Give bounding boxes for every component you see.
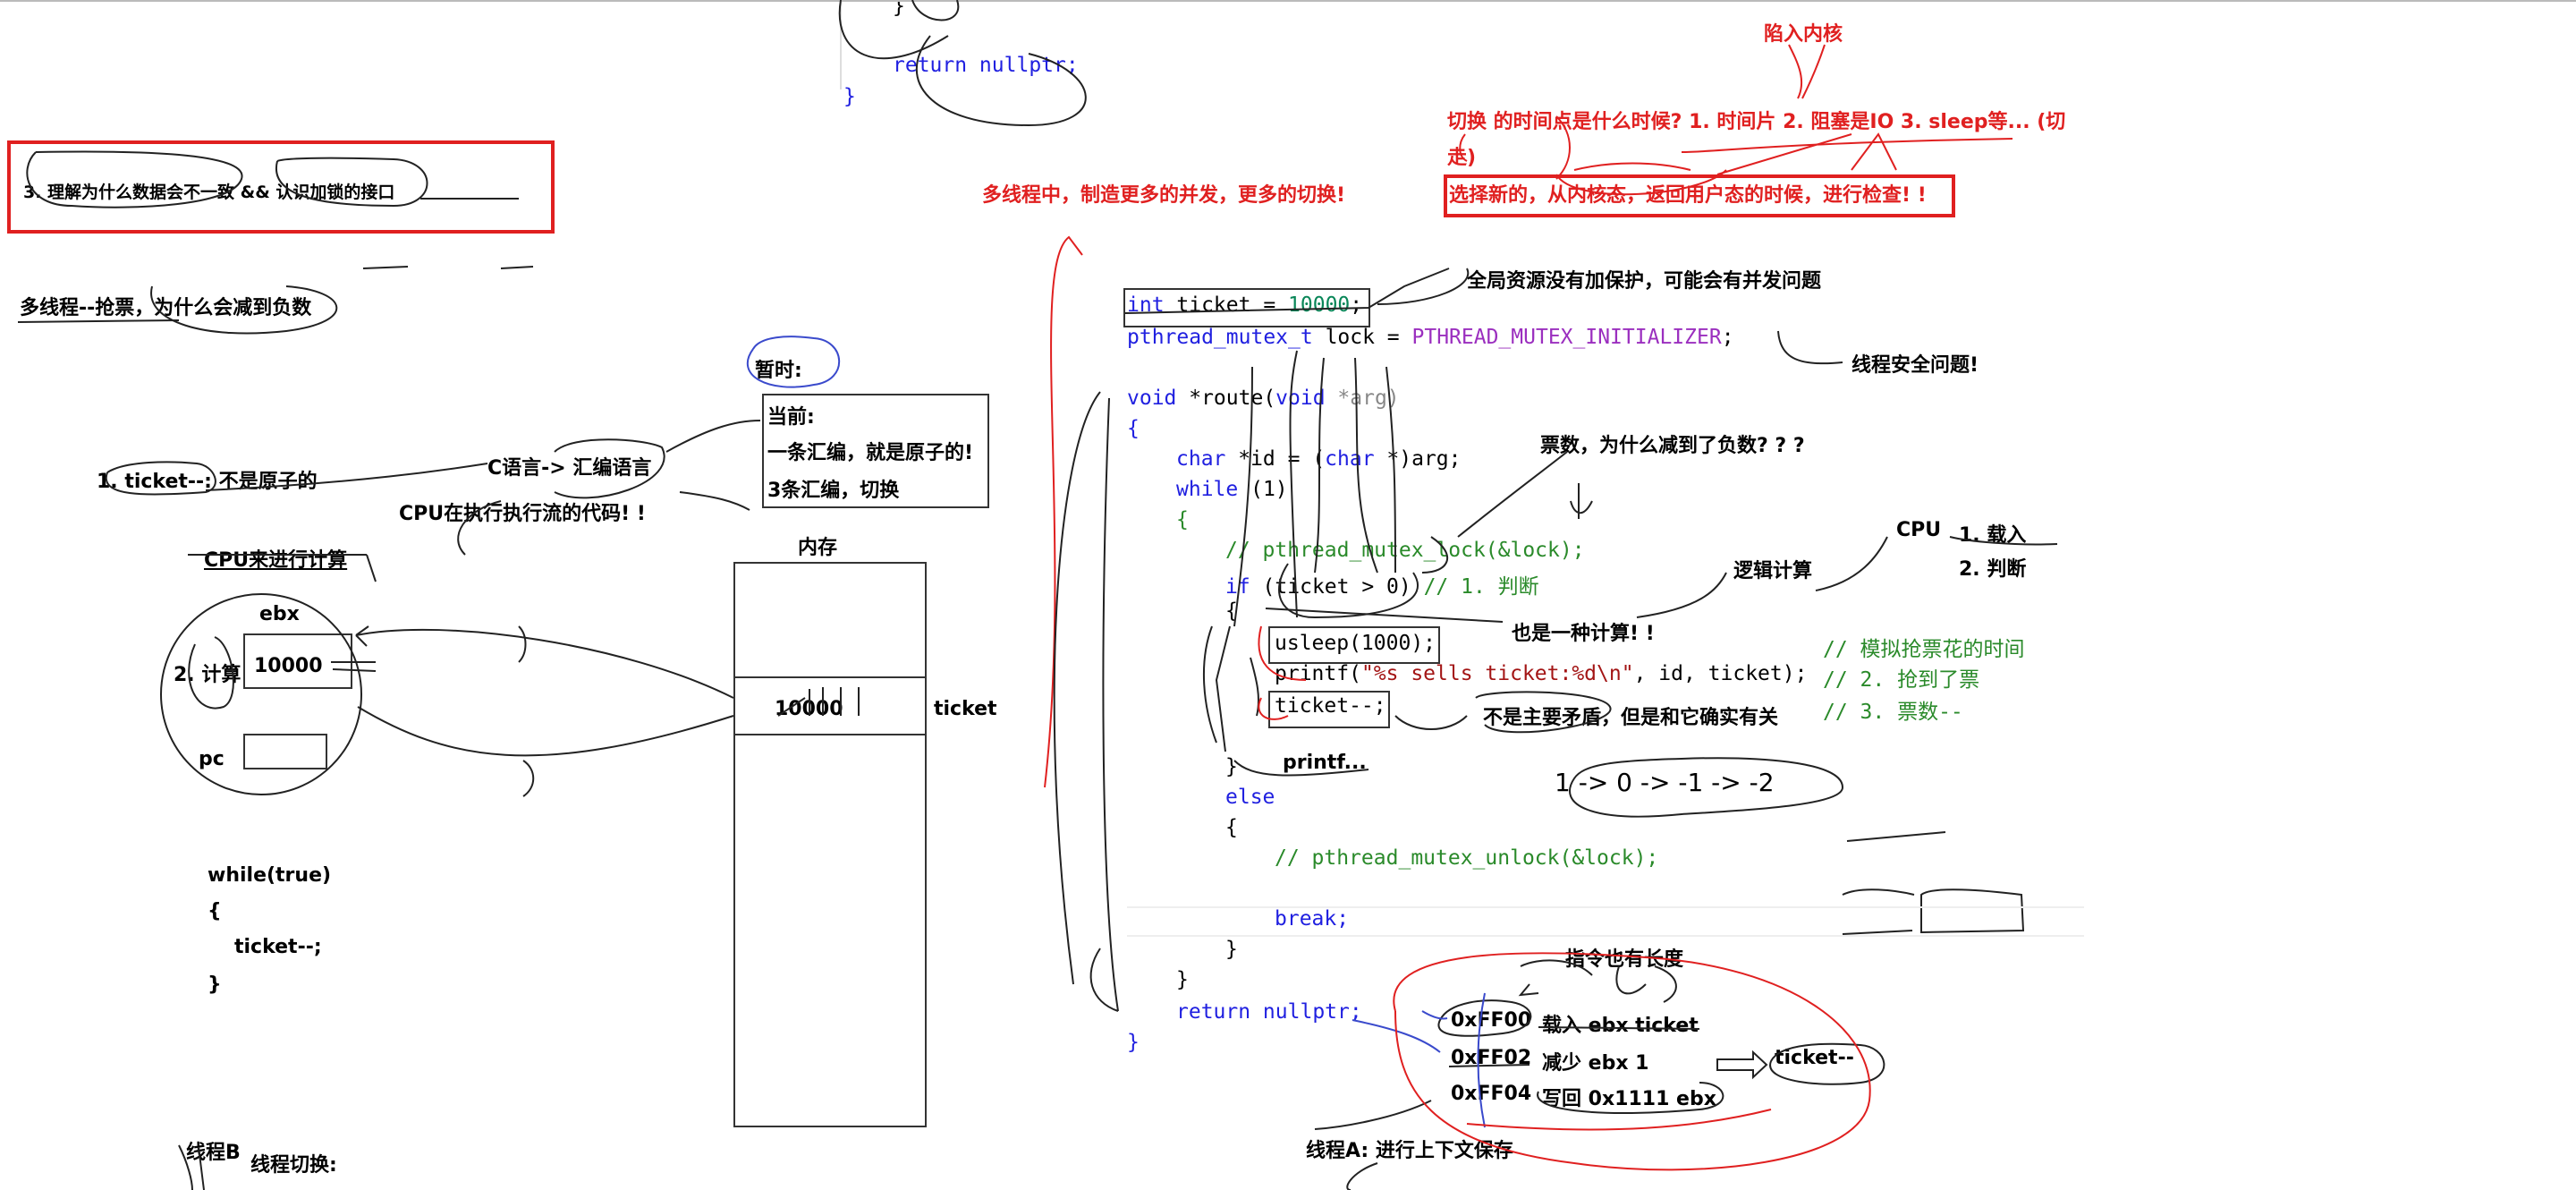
countdown-note: 1 -> 0 -> -1 -> -2 [1555,768,1775,797]
more-concurrency-note: 多线程中，制造更多的并发，更多的切换! [982,184,1346,207]
instr-text-2: 减少 ebx 1 [1542,1052,1649,1075]
top-code-return: return nullptr; [893,54,1079,77]
pc-register [243,734,327,769]
code-line-4: { [1127,417,1140,440]
ticket-label: ticket [934,698,997,720]
one-asm-note: 一条汇编，就是原子的! [767,442,974,464]
instr-length-note: 指令也有长度 [1565,948,1684,971]
code-line-16: { [1225,816,1238,839]
instr-addr-1: 0xFF00 [1451,1009,1532,1032]
switch-time-note-2: 走) [1447,147,1477,169]
choose-new-note: 选择新的，从内核态，返回用户态的时候，进行检查! ! [1449,184,1927,207]
cpu-exec-note: CPU在执行执行流的代码! ! [399,503,646,525]
current-label: 当前: [767,406,815,429]
code-line-8: // pthread_mutex_lock(&lock); [1225,539,1585,562]
code-line-11-comment: // 模拟抢票花的时间 [1823,638,2025,661]
thread-safety-note: 线程安全问题! [1852,354,1979,377]
code-line-12-comment: // 2. 抢到了票 [1823,668,1980,692]
instr-text-1: 载入 ebx ticket [1542,1015,1699,1037]
code-line-13-comment: // 3. 票数-- [1823,701,1963,724]
objective-text: 3. 理解为什么数据会不一致 && 认识加锁的接口 [23,183,395,202]
atomic-note-box [762,394,989,508]
trap-kernel-note: 陷入内核 [1764,23,1843,46]
code-line-3: void *route(void *arg) [1127,387,1400,410]
instr-addr-3: 0xFF04 [1451,1083,1532,1105]
load-step: 1. 载入 [1959,524,2027,547]
usleep-box [1268,626,1440,664]
temporary-label: 暂时: [755,360,802,382]
code-line-9: if (ticket > 0) // 1. 判断 [1225,575,1539,599]
ticket-dec-arrow-label: ticket-- [1775,1047,1854,1069]
code-line-10: { [1225,599,1238,623]
ticket-dec-box [1268,691,1390,728]
while-ticket-dec: ticket--; [234,936,322,958]
code-line-2: pthread_mutex_t lock = PTHREAD_MUTEX_INI… [1127,326,1734,349]
not-main-note: 不是主要矛盾，但是和它确实有关 [1483,707,1779,729]
code-line-7: { [1176,508,1189,531]
code-line-21: return nullptr; [1176,1000,1362,1024]
objective-box [7,140,555,234]
code-line-18: break; [1275,907,1350,931]
thread-a-note: 线程A: 进行上下文保存 [1306,1140,1513,1162]
code-line-14: } [1225,755,1238,778]
top-code-brace-inner: } [893,0,905,18]
negative-question: 票数，为什么减到了负数? ? ? [1540,435,1805,457]
register-value: 10000 [254,655,323,677]
ebx-label: ebx [259,603,300,625]
switch-time-note: 切换 的时间点是什么时候? 1. 时间片 2. 阻塞是IO 3. sleep等.… [1447,111,2066,133]
thread-b-label: 线程B [186,1142,241,1164]
instr-addr-2: 0xFF02 [1451,1047,1532,1069]
global-resource-note: 全局资源没有加保护，可能会有并发问题 [1467,270,1822,293]
memory-label: 内存 [798,537,838,559]
cpu-compute-note: CPU来进行计算 [204,549,348,572]
printf-note: printf... [1283,752,1367,774]
c-to-asm-note: C语言-> 汇编语言 [487,457,652,480]
while-rbrace: } [208,973,222,996]
code-line-19: } [1225,938,1238,961]
pc-label: pc [199,748,225,770]
memory-block [733,562,927,1127]
ticket-title: 多线程--抢票，为什么会减到负数 [20,297,312,319]
three-asm-note: 3条汇编，切换 [767,480,900,502]
thread-switch-label: 线程切换: [250,1154,337,1177]
not-atomic-note: 1. ticket--: 不是原子的 [97,471,318,493]
code-line-17: // pthread_mutex_unlock(&lock); [1275,846,1659,870]
logic-calc-note: 逻辑计算 [1733,560,1813,582]
also-calc-note: 也是一种计算! ! [1512,623,1655,645]
instr-text-3: 写回 0x1111 ebx [1542,1088,1716,1110]
while-true: while(true) [208,864,332,887]
code-line-15: else [1225,786,1275,809]
code-line-5: char *id = (char *)arg; [1176,447,1462,471]
cpu-label: CPU [1896,519,1942,541]
memory-value: 10000 [775,698,843,720]
ticket-decl-box [1123,288,1370,327]
ticket-memory-cell [733,676,927,735]
code-line-22: } [1127,1031,1140,1054]
compute-label: 2. 计算 [174,664,242,686]
judge-step: 2. 判断 [1959,558,2027,581]
top-code-brace-outer: } [843,85,856,108]
code-line-12: printf("%s sells ticket:%d\n", id, ticke… [1275,662,1808,685]
code-line-6: while (1) [1176,478,1288,501]
code-line-20: } [1176,968,1189,991]
while-lbrace: { [208,900,222,922]
code-line-13: ticket--; [1275,694,1386,718]
